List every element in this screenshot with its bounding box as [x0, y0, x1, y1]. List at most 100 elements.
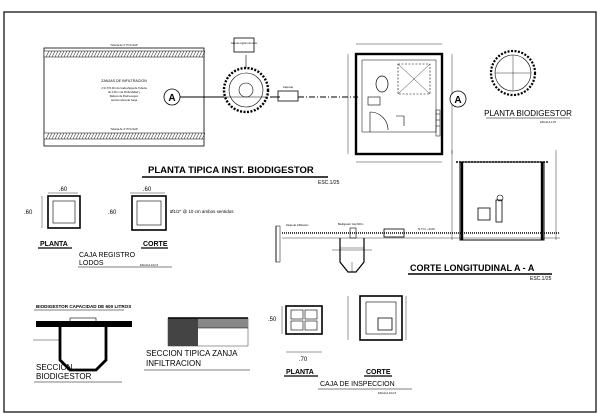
inspeccion-title: CAJA DE INSPECCION — [320, 381, 395, 388]
trench-hatch — [57, 132, 62, 140]
trench-hatch — [54, 132, 59, 140]
planta-biodigestor-title: PLANTA BIODIGESTOR — [484, 109, 572, 118]
trench-hatch — [201, 132, 206, 140]
dim-60-corte-side: .60 — [108, 210, 117, 216]
trench-hatch — [120, 132, 125, 140]
inspeccion-plan-box — [285, 305, 323, 335]
trench-hatch — [90, 132, 95, 140]
trench-hatch — [198, 132, 203, 140]
trench-hatch — [96, 132, 101, 140]
zanjas-note-3: Relleno de Piedra segun — [110, 94, 139, 98]
caja-registro-callout: Caja de registro de lodos — [231, 42, 258, 45]
sheet-frame — [3, 11, 597, 413]
trench-hatch — [54, 50, 59, 58]
trench-hatch — [99, 50, 104, 58]
trench-hatch — [57, 50, 62, 58]
corte-longitudinal — [275, 150, 560, 273]
trench-hatch — [168, 50, 173, 58]
section-marker-right-label: A — [454, 95, 461, 106]
trench-hatch — [153, 50, 158, 58]
capacity-title: BIODIGESTOR CAPACIDAD DE 600 LITROS — [36, 304, 131, 309]
trench-hatch — [105, 50, 110, 58]
trench-hatch — [174, 50, 179, 58]
trench-hatch — [177, 132, 182, 140]
zanjas-note-1: 4 % X=5.00 mts Cada Zanja de Tuberia — [101, 86, 147, 90]
trench-hatch — [180, 50, 185, 58]
trench-hatch — [117, 132, 122, 140]
caja-inspeccion: .50 .70 PLANTA CORTE CAJA DE INSPECCION … — [268, 295, 412, 395]
trench-hatch — [99, 132, 104, 140]
inspeccion-dim-70: .70 — [299, 357, 308, 363]
trench-hatch — [75, 132, 80, 140]
caja-registro-corte-box — [131, 195, 167, 231]
trench-hatch — [156, 50, 161, 58]
trench-hatch — [132, 132, 137, 140]
trench-hatch — [147, 50, 152, 58]
inspeccion-dim-50: .50 — [268, 317, 277, 323]
trench-hatch — [159, 132, 164, 140]
trench-hatch — [96, 50, 101, 58]
trench-hatch — [129, 132, 134, 140]
trench-hatch — [90, 50, 95, 58]
trench-hatch — [45, 50, 50, 58]
inspeccion-scale: ESCALA 1/12.5 — [378, 391, 397, 395]
trench-hatch — [183, 50, 188, 58]
corte-longitudinal-scale: ESC.1/25 — [530, 276, 552, 282]
inspeccion-corte-label: CORTE — [366, 369, 391, 376]
caja-registro-scale: ESCALA 1/12.5 — [140, 263, 159, 267]
planta-biodigestor: PLANTA BIODIGESTOR ESCALA 1:25 — [484, 49, 572, 124]
trench-hatch — [165, 50, 170, 58]
trench-hatch — [135, 50, 140, 58]
corte-longitudinal-title: CORTE LONGITUDINAL A - A — [410, 263, 535, 273]
caja-registro-plan: Caja de registro de lodos — [231, 37, 258, 53]
trench-hatch — [51, 50, 56, 58]
trench-hatch — [63, 132, 68, 140]
trench-hatch — [150, 50, 155, 58]
trench-hatch — [81, 50, 86, 58]
caja-planta-label: PLANTA — [40, 241, 68, 248]
corte-left-label: Zanja de infiltracion — [286, 223, 309, 227]
trench-hatch — [186, 132, 191, 140]
trench-hatch — [75, 50, 80, 58]
trench-hatch — [108, 50, 113, 58]
trench-hatch — [72, 132, 77, 140]
caja-registro-subtitle: LODOS — [79, 260, 104, 267]
trench-hatch — [177, 50, 182, 58]
trench-hatch — [66, 50, 71, 58]
trench-hatch — [129, 50, 134, 58]
seccion-biodigestor: BIODIGESTOR CAPACIDAD DE 600 LITROS SECC… — [33, 304, 132, 383]
seccion-zanja-title-2: INFILTRACION — [146, 359, 201, 368]
seccion-biodigestor-title-1: SECCION — [36, 363, 73, 372]
dim-60-side: .60 — [24, 210, 33, 216]
planta-biodigestor-scale: ESCALA 1:25 — [540, 120, 556, 124]
trench-hatch — [165, 132, 170, 140]
trench-hatch — [48, 132, 53, 140]
plan-main-title-block: PLANTA TIPICA INST. BIODIGESTOR ESC.1/25 — [142, 165, 340, 186]
trench-hatch — [162, 132, 167, 140]
caja-registro-plan-box — [47, 195, 81, 229]
seccion-zanja-title-1: SECCION TIPICA ZANJA — [146, 349, 238, 358]
caja-registro-detail: .60 .60 .60 .60 Ø1/2" @ 10 cm ambos sent… — [24, 187, 234, 268]
trench-hatch — [171, 132, 176, 140]
zanja-top-label: Tuberia de 4" PVC-SAP — [110, 43, 138, 47]
trench-hatch — [138, 132, 143, 140]
trench-hatch — [102, 132, 107, 140]
trench-hatch — [87, 50, 92, 58]
trench-hatch — [60, 132, 65, 140]
trench-hatch — [162, 50, 167, 58]
trench-hatch — [192, 50, 197, 58]
trench-hatch — [108, 132, 113, 140]
dim-60-plan: .60 — [59, 187, 68, 193]
trench-hatch — [186, 50, 191, 58]
trench-hatch — [45, 132, 50, 140]
trench-top — [43, 50, 205, 58]
trench-hatch — [105, 132, 110, 140]
zanjas-note-4: seccion tipica de zanja — [111, 98, 138, 102]
rebar-note: Ø1/2" @ 10 cm ambos sentidos — [170, 209, 234, 214]
corte-ntn-label: N.T.N. +0.00 — [418, 227, 435, 231]
zanjas-title: ZANJAS DE INFILTRACION — [101, 79, 147, 83]
seccion-zanja: SECCION TIPICA ZANJA INFILTRACION — [144, 317, 250, 371]
trench-hatch — [63, 50, 68, 58]
trench-hatch — [171, 50, 176, 58]
trench-hatch — [132, 50, 137, 58]
